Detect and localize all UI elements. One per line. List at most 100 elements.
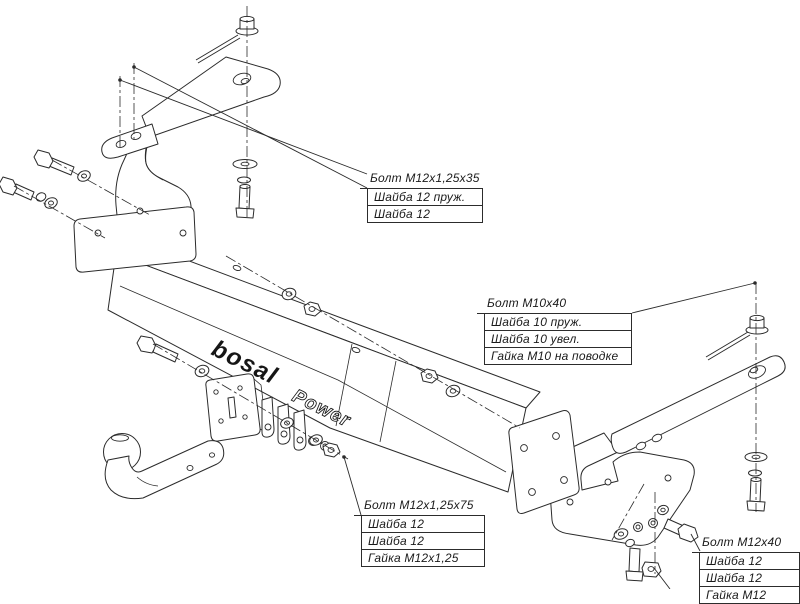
spring-washer — [748, 469, 762, 477]
left-bracket-fold — [144, 137, 164, 181]
ball-neck-arm — [104, 440, 225, 500]
towbar-assembly-drawing: bosal Power — [0, 6, 800, 604]
strip-hole — [130, 131, 142, 141]
leader-dot — [118, 78, 122, 82]
beam-hole — [351, 346, 361, 354]
leader — [343, 456, 362, 516]
callout-row: Гайка М12х1,25 — [361, 550, 485, 567]
callout-row: Шайба 12 пруж. — [367, 189, 483, 206]
callout-bolt-m12x1-25x75: Болт М12х1,25х75 Шайба 12 Шайба 12 Гайка… — [354, 497, 485, 567]
leader-dot — [132, 65, 136, 69]
tab-hole — [296, 436, 304, 444]
beam-fold-line — [119, 285, 507, 473]
washer-hole — [660, 507, 666, 513]
callout-row: Гайка М12 — [699, 587, 800, 604]
neck-inner-line — [136, 476, 159, 487]
strip-hole — [635, 441, 647, 451]
right-side-bracket — [548, 432, 695, 546]
leader — [690, 533, 701, 552]
bolt-body — [152, 343, 179, 363]
callout-row: Шайба 12 — [699, 553, 800, 570]
ball-opening — [111, 434, 129, 442]
bolt-stack-top-left — [232, 159, 258, 219]
nut-hole — [327, 447, 335, 453]
end-plate — [508, 410, 580, 514]
left-mounting-strip — [101, 56, 281, 159]
callout-row: Болт М12х1,25х35 — [360, 170, 483, 189]
bolt-body — [628, 547, 641, 573]
bracket-hole — [604, 478, 612, 486]
bolt-head — [136, 335, 157, 354]
spring-washer — [625, 538, 635, 548]
callout-row: Шайба 12 — [361, 533, 485, 550]
tab — [261, 396, 275, 438]
beam-crease — [379, 360, 397, 443]
washer-hole — [240, 161, 250, 167]
callout-row: Болт М12х40 — [692, 534, 800, 553]
drawing-canvas: bosal Power — [0, 6, 786, 589]
plate-slot — [227, 396, 237, 419]
tether-nut-right — [705, 314, 769, 361]
leader — [631, 282, 756, 314]
end-plate-hole — [528, 488, 536, 496]
leader — [119, 79, 368, 175]
strip — [610, 355, 786, 454]
tab-hole — [280, 430, 288, 438]
bolt-head — [235, 207, 255, 219]
nut-hole — [647, 566, 655, 572]
callout-row: Болт М10х40 — [477, 295, 632, 314]
bolt-body — [749, 478, 762, 503]
bolt-head — [0, 176, 18, 196]
plate-hole — [179, 229, 187, 237]
bolt-head — [33, 149, 54, 169]
right-bracket-web — [548, 432, 695, 546]
callout-row: Гайка М10 на поводке — [484, 348, 632, 365]
crossbeam: bosal Power — [107, 237, 541, 493]
end-plate-hole — [560, 476, 568, 484]
shank-hole — [186, 464, 194, 472]
spring-washer — [237, 176, 251, 184]
strip-hole — [651, 433, 663, 443]
nut-top — [749, 314, 765, 322]
ring-hole — [650, 520, 656, 526]
strip-left-section — [101, 123, 159, 159]
ring-hole — [635, 524, 641, 530]
washer-hole — [617, 531, 625, 537]
strip-right-section — [141, 56, 281, 138]
tab-hole — [264, 423, 272, 431]
bolt-group-far-left — [0, 149, 91, 209]
leader-lines — [118, 65, 757, 589]
washer-hole — [449, 388, 457, 394]
left-side-bracket — [73, 129, 197, 273]
axis — [152, 343, 349, 460]
plate-hole — [242, 414, 248, 420]
callout-bolt-m10x40: Болт М10х40 Шайба 10 пруж. Шайба 10 увел… — [477, 295, 632, 365]
beam-crease — [335, 343, 353, 427]
leader — [653, 567, 671, 589]
callout-row: Шайба 10 пруж. — [484, 314, 632, 331]
tow-ball — [103, 433, 225, 500]
axis — [51, 159, 151, 216]
plate-hole — [218, 418, 224, 424]
leader-dot — [753, 281, 757, 285]
beam-hole — [232, 264, 242, 272]
plate-hole — [237, 385, 243, 391]
bracket-hole — [664, 474, 672, 482]
leader — [133, 66, 368, 189]
nut-hole — [425, 373, 433, 379]
end-plate-hole — [520, 444, 528, 452]
nut-hole — [308, 306, 316, 312]
tether-rod — [705, 331, 751, 361]
beam-front-face — [107, 253, 527, 493]
tether-rod — [195, 34, 241, 64]
end-plate-hole — [552, 432, 560, 440]
callout-row: Шайба 12 — [367, 206, 483, 223]
center-axes — [13, 6, 757, 574]
beam-end-plate — [508, 410, 580, 514]
washer-hole — [285, 291, 293, 297]
bolt-body — [238, 185, 251, 210]
tab — [293, 409, 307, 451]
axis — [13, 185, 106, 239]
left-side-plate — [73, 206, 197, 273]
tether-nut-left — [195, 15, 259, 64]
